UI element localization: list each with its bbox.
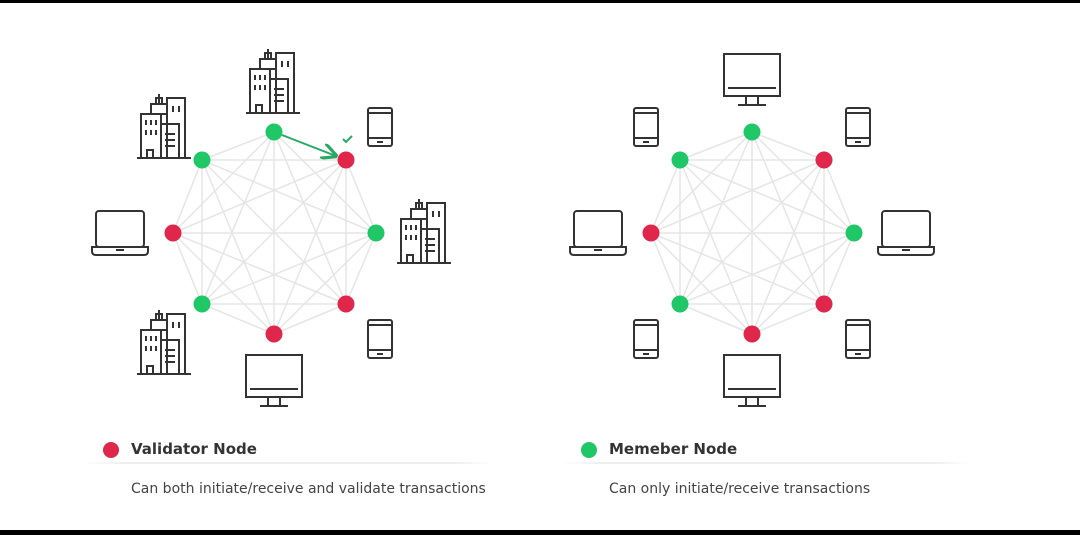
laptop-icon — [91, 210, 149, 256]
divider — [561, 462, 971, 464]
network-edge — [679, 232, 855, 305]
member-node — [367, 224, 385, 242]
building-icon — [137, 309, 192, 375]
phone-icon — [633, 107, 659, 147]
validator-node — [815, 151, 833, 169]
network-edge — [650, 232, 681, 305]
network-edge — [679, 159, 753, 335]
network-edge — [201, 159, 377, 234]
network-edge — [679, 303, 753, 335]
building-icon — [246, 48, 301, 114]
member-node — [743, 123, 761, 141]
network-edge — [650, 232, 753, 335]
validator-node — [337, 295, 355, 313]
check-icon — [342, 135, 353, 144]
network-edge — [172, 159, 203, 234]
network-edge — [751, 159, 825, 335]
phone-icon — [633, 319, 659, 359]
network-edge — [172, 232, 275, 335]
validator-node — [815, 295, 833, 313]
network-edge — [751, 131, 855, 234]
member-node — [193, 295, 211, 313]
monitor-icon — [245, 354, 303, 407]
legend-title: Validator Node — [131, 440, 257, 458]
network-edge — [201, 131, 275, 305]
monitor-icon — [723, 354, 781, 407]
network-edge — [751, 131, 825, 161]
network-edge — [650, 159, 681, 234]
building-icon — [137, 93, 192, 159]
validator-node — [642, 224, 660, 242]
network-edge — [273, 131, 377, 234]
member-node — [265, 123, 283, 141]
member-node — [845, 224, 863, 242]
validator-dot-icon — [103, 442, 119, 458]
monitor-icon — [723, 53, 781, 106]
bottom-border — [0, 530, 1080, 535]
divider — [83, 462, 493, 464]
network-edge — [201, 159, 347, 305]
validator-node — [265, 325, 283, 343]
member-dot-icon — [581, 442, 597, 458]
network-edge — [201, 303, 275, 335]
top-border — [0, 0, 1080, 3]
network-edge — [345, 159, 377, 234]
network-edge — [201, 159, 275, 335]
member-node — [671, 151, 689, 169]
phone-icon — [367, 107, 393, 147]
network-edge — [751, 303, 825, 335]
building-icon — [397, 198, 452, 264]
phone-icon — [367, 319, 393, 359]
network-edge — [679, 131, 753, 161]
network-edge — [679, 131, 753, 305]
phone-icon — [845, 107, 871, 147]
legend-title: Memeber Node — [609, 440, 738, 458]
phone-icon — [845, 319, 871, 359]
network-edge — [273, 303, 347, 335]
validator-node — [743, 325, 761, 343]
member-node — [671, 295, 689, 313]
legend-description: Can both initiate/receive and validate t… — [131, 481, 486, 497]
validator-node — [164, 224, 182, 242]
network-edge — [823, 232, 855, 305]
legend-description: Can only initiate/receive transactions — [609, 481, 871, 497]
validator-node — [337, 151, 355, 169]
network-edge — [823, 159, 855, 234]
network-edge — [201, 131, 275, 161]
laptop-icon — [569, 210, 627, 256]
network-edge — [273, 159, 347, 335]
network-edge — [201, 232, 377, 305]
network-edge — [679, 159, 825, 305]
network-edge — [345, 232, 377, 305]
member-node — [193, 151, 211, 169]
network-edge — [172, 232, 203, 305]
laptop-icon — [877, 210, 935, 256]
transaction-arrow — [281, 134, 336, 156]
network-edge — [679, 159, 855, 234]
